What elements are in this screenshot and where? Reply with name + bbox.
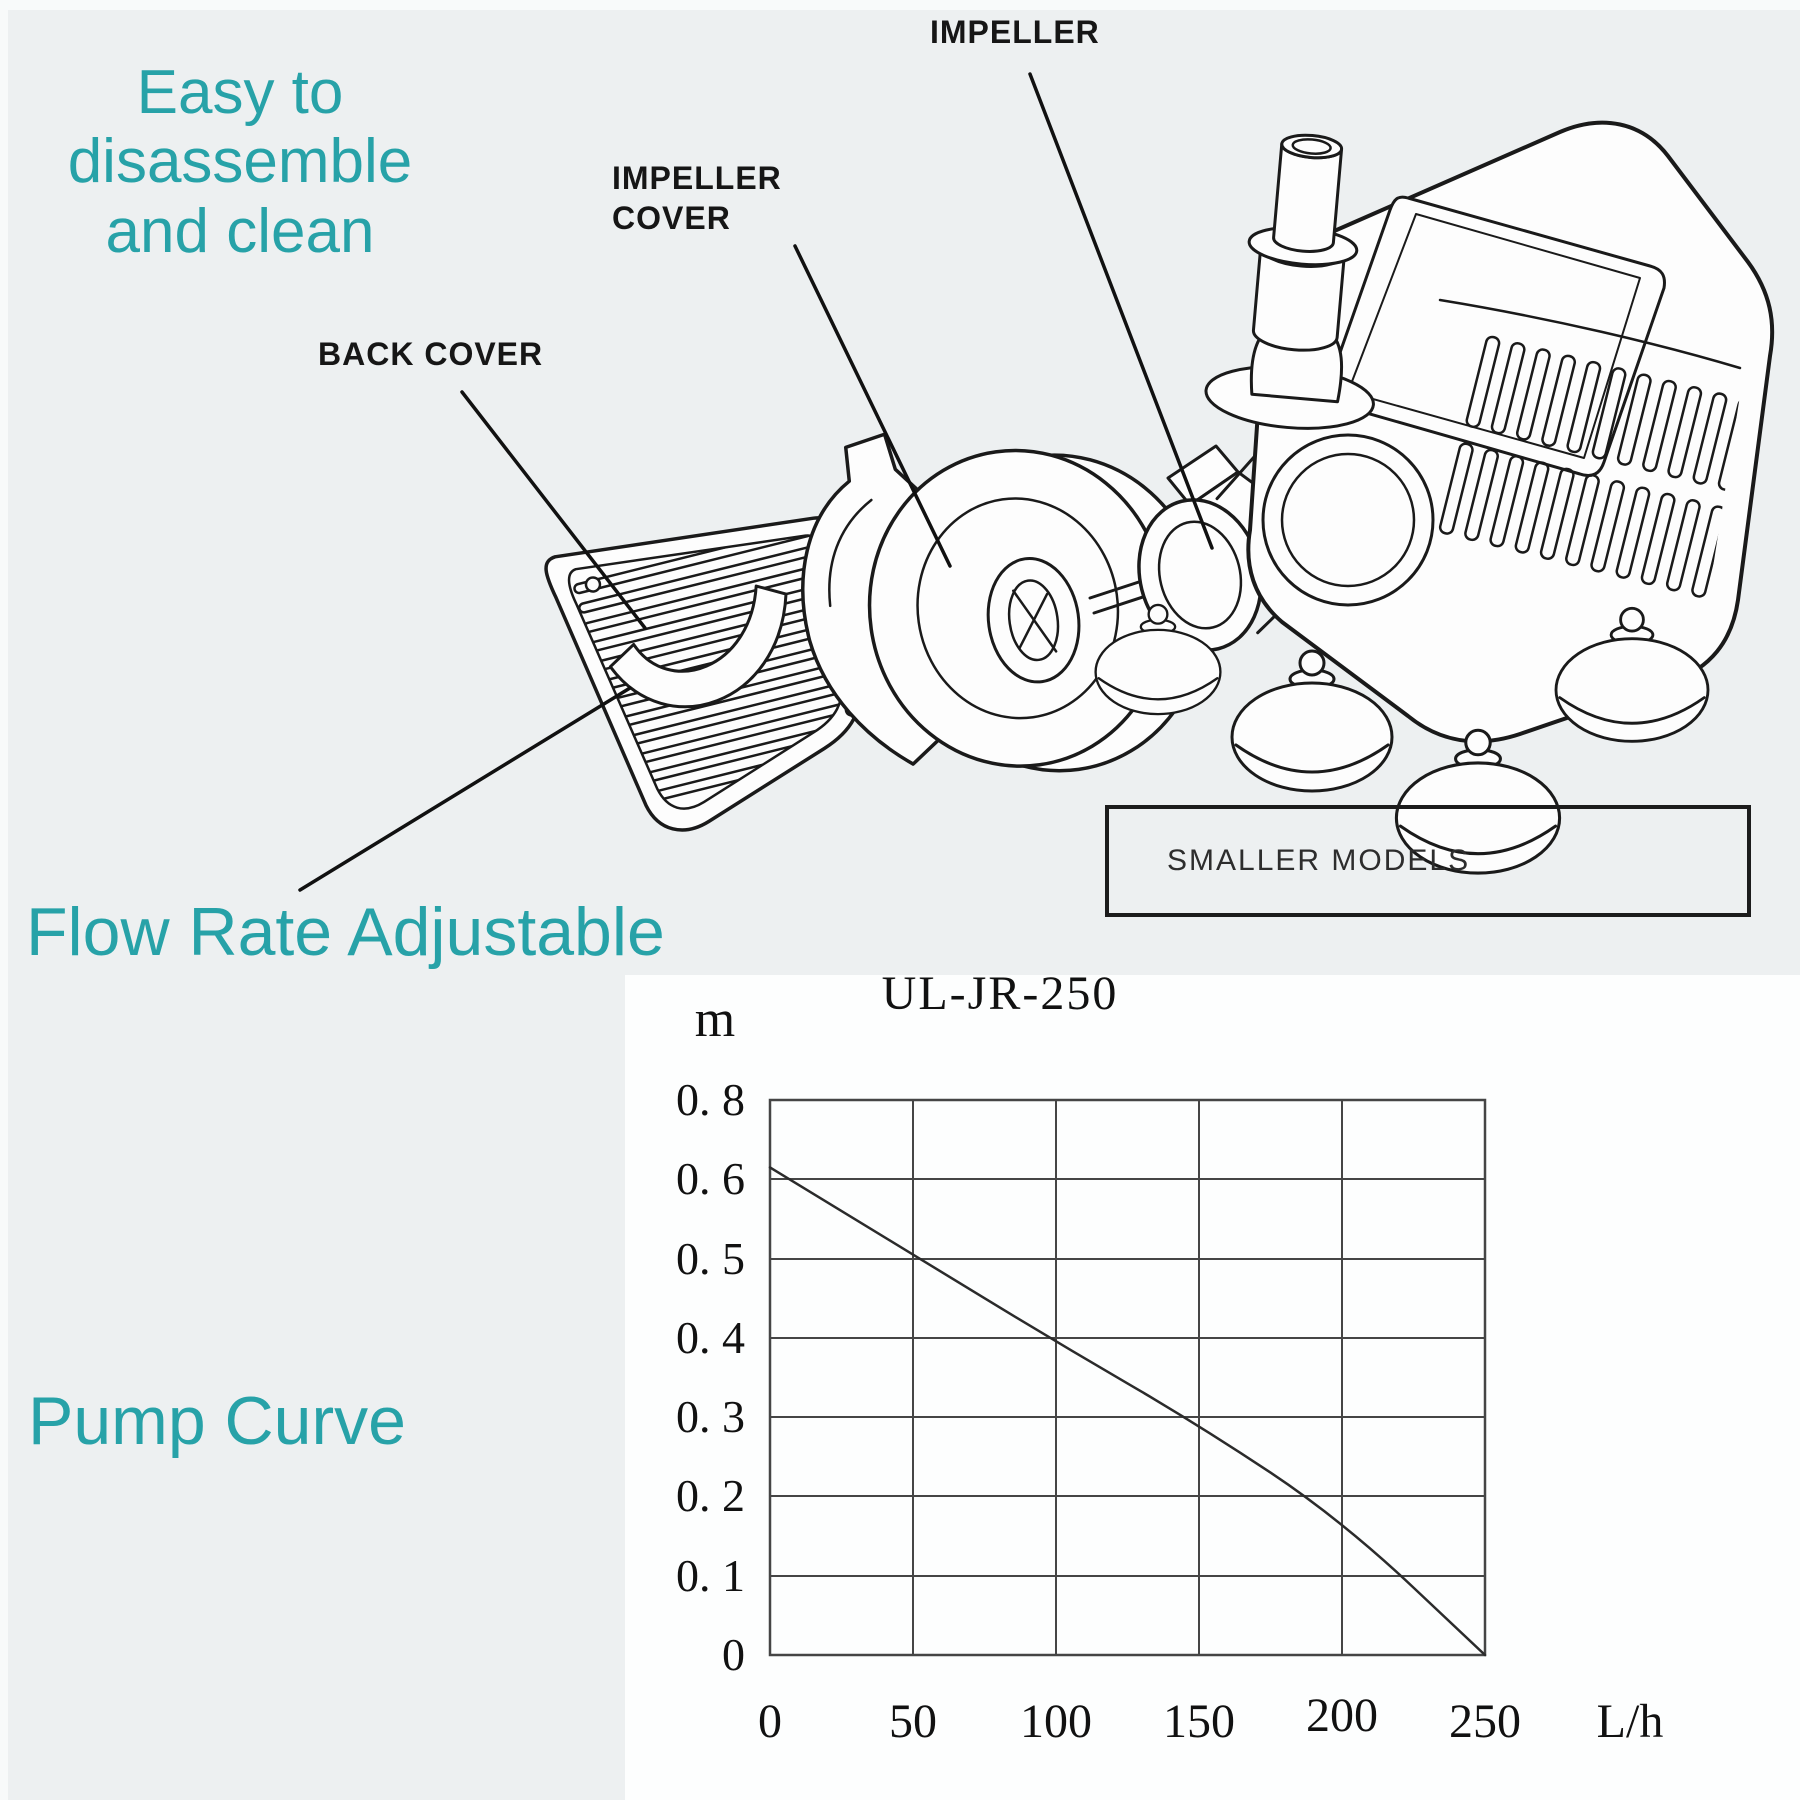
- chart-white-panel: [625, 975, 1800, 1800]
- pump-volute-opening-inner: [1280, 452, 1416, 588]
- pump-body-top-panel: [1326, 195, 1666, 477]
- suction-cup: [1554, 606, 1710, 743]
- leader-lines: [298, 72, 1214, 892]
- x-tick-label: 0: [758, 1695, 782, 1748]
- y-tick-label: 0. 1: [676, 1550, 745, 1601]
- flow-rate-leader-line: [298, 686, 632, 892]
- y-tick-label: 0. 5: [676, 1233, 745, 1284]
- x-tick-label: 200: [1306, 1689, 1378, 1742]
- pump-body-part: [1204, 120, 1775, 744]
- chart-x-axis-unit: L/h: [1596, 1695, 1664, 1748]
- caption-line: Easy to: [136, 58, 344, 127]
- y-tick-label: 0. 3: [676, 1391, 745, 1442]
- y-tick-label: 0: [722, 1629, 745, 1680]
- pump-volute-opening: [1261, 433, 1435, 607]
- chart-horizontal-gridlines: [770, 1178, 1485, 1577]
- impeller-label: IMPELLER: [930, 14, 1100, 50]
- pump-body-top-panel-inner: [1347, 213, 1641, 459]
- impeller-shaft-hole: [1007, 579, 1060, 662]
- flow-rate-adjustable-caption: Flow Rate Adjustable: [26, 894, 665, 970]
- y-tick-label: 0. 8: [676, 1074, 745, 1125]
- flow-adjuster-arc-handle: [608, 584, 788, 709]
- smaller-models-label: SMALLER MODELS: [1167, 844, 1471, 877]
- back-cover-screw: [584, 576, 602, 593]
- x-tick-label: 50: [889, 1695, 937, 1748]
- x-tick-label: 150: [1163, 1695, 1235, 1748]
- y-tick-label: 0. 4: [676, 1312, 745, 1363]
- chart-title: UL-JR-250: [881, 967, 1119, 1020]
- impeller-cover-label-line2: COVER: [612, 200, 731, 236]
- suction-cup: [1094, 603, 1222, 716]
- caption-line: and clean: [105, 196, 375, 266]
- pump-body-edge-line: [1438, 298, 1742, 370]
- left-edge-strip: [0, 0, 8, 1800]
- x-tick-label: 250: [1449, 1695, 1521, 1748]
- caption-line: disassemble: [67, 127, 413, 197]
- smaller-models-box: SMALLER MODELS: [1105, 805, 1751, 917]
- suction-cup: [1394, 728, 1562, 875]
- suction-cup: [1230, 649, 1394, 793]
- pump-curve-line: [768, 1166, 1487, 1657]
- top-edge-strip: [0, 0, 1800, 10]
- impeller-cover-label: IMPELLER COVER: [612, 158, 782, 238]
- pump-outlet-tube: [1204, 133, 1375, 430]
- impeller-cover-leader-line: [793, 244, 952, 568]
- suction-cups: [1094, 603, 1710, 875]
- impeller-hub-cross: [1012, 589, 1058, 653]
- back-cover-label: BACK COVER: [318, 336, 544, 372]
- x-tick-label: 100: [1020, 1695, 1092, 1748]
- y-tick-label: 0. 6: [676, 1153, 745, 1204]
- chart-y-axis-unit: m: [694, 991, 736, 1048]
- pump-curve-caption: Pump Curve: [28, 1383, 406, 1459]
- chart-vertical-gridlines: [912, 1100, 1343, 1655]
- pump-curve-chart: [768, 1098, 1487, 1657]
- easy-to-clean-caption: Easy to disassemble and clean: [40, 58, 440, 266]
- back-cover-leader-line: [460, 390, 647, 630]
- impeller-rim: [916, 497, 1120, 720]
- impeller-leader-line: [1028, 72, 1214, 550]
- chart-border: [768, 1098, 1487, 1657]
- y-tick-label: 0. 2: [676, 1470, 745, 1521]
- impeller-cover-label-line1: IMPELLER: [612, 160, 782, 196]
